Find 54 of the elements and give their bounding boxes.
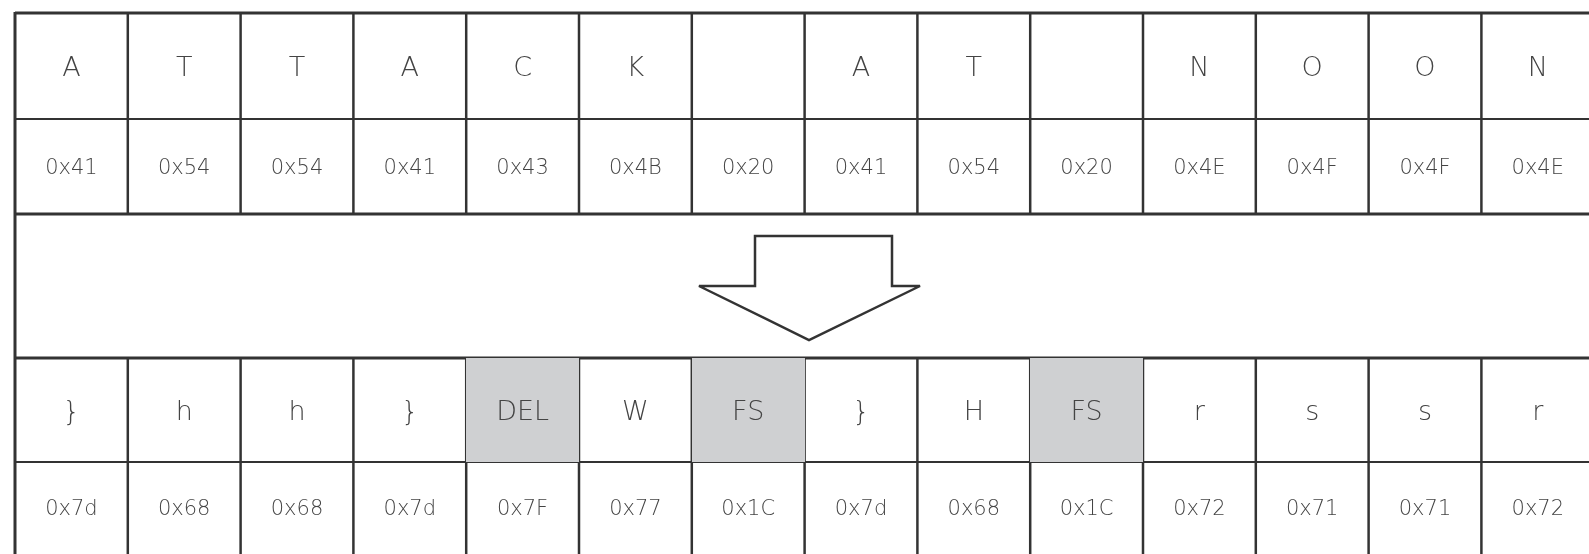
character-text: K: [626, 50, 645, 82]
hex-code-text: 0x68: [947, 496, 1001, 520]
hex-code-text: 0x7d: [834, 496, 888, 520]
character-text: N: [1527, 50, 1548, 82]
hex-code-text: 0x41: [383, 154, 437, 179]
hex-code-text: 0x71: [1398, 496, 1452, 520]
hex-code-text: 0x54: [157, 154, 211, 179]
character-text: W: [622, 394, 649, 426]
hex-code-text: 0x4E: [1173, 154, 1226, 179]
character-text: T: [288, 50, 306, 82]
character-text: N: [1189, 50, 1210, 82]
character-text: T: [175, 50, 193, 82]
character-text: }: [852, 394, 870, 426]
hex-code-text: 0x4F: [1399, 154, 1451, 179]
hex-code-text: 0x72: [1173, 496, 1226, 520]
hex-code-text: 0x7d: [383, 496, 437, 520]
hex-code-text: 0x72: [1511, 496, 1565, 520]
character-text: A: [851, 50, 871, 82]
character-text: T: [965, 50, 983, 82]
character-text: }: [401, 394, 419, 426]
hex-code-text: 0x20: [1060, 154, 1113, 179]
character-text: O: [1414, 50, 1436, 82]
hex-code-text: 0x7F: [496, 496, 549, 520]
character-text: O: [1301, 50, 1323, 82]
character-text: }: [62, 394, 80, 426]
highlighted-cell: FS: [1030, 358, 1143, 462]
hex-code-text: 0x4B: [608, 154, 662, 179]
character-text: h: [175, 394, 193, 426]
hex-code-text: 0x1C: [1059, 496, 1114, 520]
hex-code-text: 0x68: [157, 496, 211, 520]
hex-code-text: 0x77: [609, 496, 662, 520]
character-text: C: [513, 50, 532, 82]
character-text: h: [288, 394, 306, 426]
hex-code-text: 0x43: [496, 154, 549, 179]
highlighted-cell: DEL: [466, 358, 579, 462]
character-text: H: [963, 394, 984, 426]
character-text: s: [1417, 394, 1433, 426]
character-text: r: [1532, 394, 1544, 426]
character-text: A: [62, 50, 81, 82]
hex-code-text: 0x7d: [45, 496, 98, 520]
hex-code-text: 0x4F: [1286, 154, 1338, 179]
highlighted-cell: FS: [691, 358, 805, 462]
hex-code-text: 0x71: [1285, 496, 1339, 520]
hex-code-text: 0x41: [45, 154, 98, 179]
character-text: r: [1193, 394, 1205, 426]
character-text: s: [1305, 394, 1320, 426]
hex-code-text: 0x68: [270, 496, 324, 520]
hex-code-text: 0x54: [947, 154, 1001, 179]
character-text: A: [400, 50, 420, 82]
hex-code-text: 0x20: [721, 154, 775, 179]
hex-code-text: 0x41: [834, 154, 888, 179]
hex-code-text: 0x1C: [721, 496, 776, 520]
hex-code-text: 0x54: [270, 154, 324, 179]
hex-code-text: 0x4E: [1511, 154, 1564, 179]
